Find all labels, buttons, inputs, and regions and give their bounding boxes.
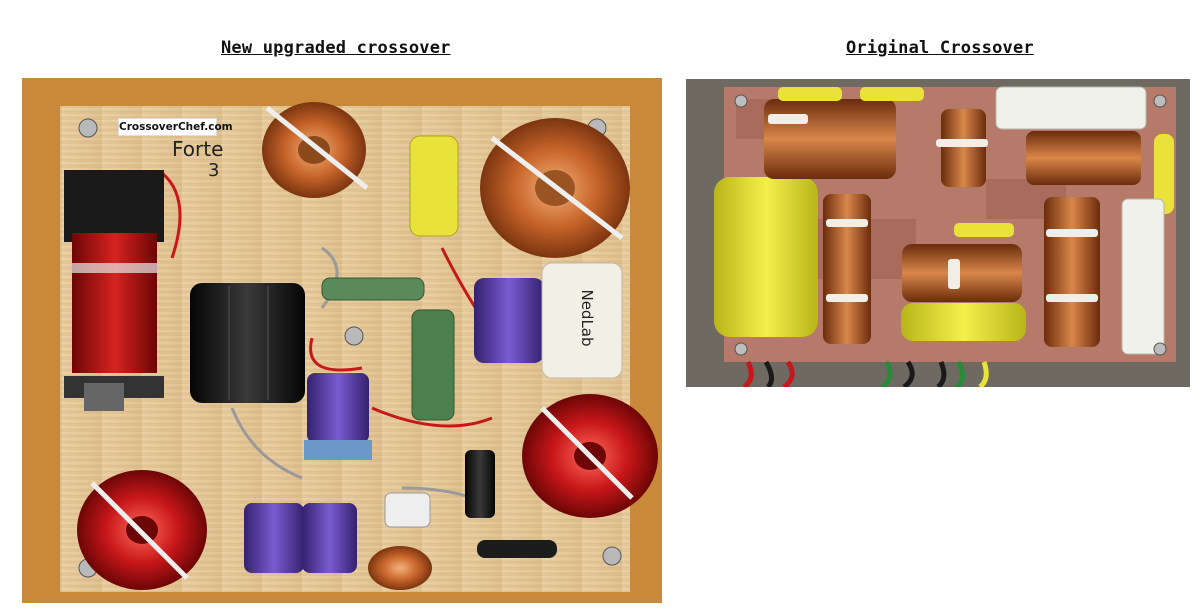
new-crossover-photo: Forte 3 NedLab [22,78,662,603]
yellow-capacitor [901,303,1026,341]
copper-coil [823,194,871,344]
white-capacitor [541,262,623,379]
black-resistor [477,540,557,558]
white-resistor [995,86,1147,130]
original-crossover-photo [686,79,1190,387]
green-resistor [321,277,425,301]
inductor-core [64,170,164,242]
handwriting-line1: Forte [172,137,223,161]
black-capacitor-bank [190,283,305,403]
original-crossover-illustration [686,79,1190,387]
copper-coil [902,244,1022,302]
green-resistor [411,309,455,421]
yellow-capacitor [714,177,818,337]
copper-coil [1026,131,1141,185]
new-crossover-illustration: Forte 3 NedLab [22,78,662,603]
copper-coil [368,546,432,590]
purple-capacitor [474,278,544,363]
copper-coil [764,99,896,179]
copper-coil [941,109,986,187]
purple-capacitor [307,373,369,443]
watermark-label: CrossoverChef.com [118,118,233,136]
nedlab-label: NedLab [578,289,596,346]
purple-capacitor [244,503,304,573]
handwriting-line2: 3 [208,160,219,181]
white-resistor [384,492,431,528]
blue-capacitor [304,440,372,460]
purple-capacitor [302,503,357,573]
yellow-capacitor [409,135,459,237]
black-capacitor [465,450,495,518]
right-image-caption: Original Crossover [846,38,1034,58]
red-air-coil [72,233,157,373]
white-resistor [1121,198,1165,355]
left-image-caption: New upgraded crossover [221,38,451,58]
copper-coil [1044,197,1100,347]
